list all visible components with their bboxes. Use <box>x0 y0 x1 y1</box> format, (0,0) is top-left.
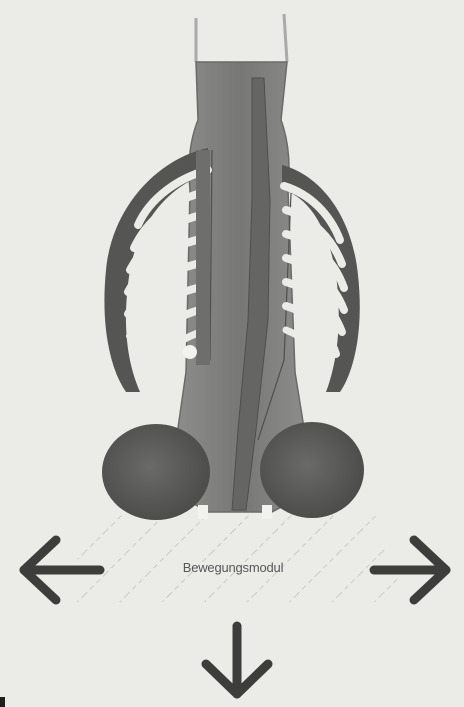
neck <box>196 14 287 66</box>
movement-module-area <box>60 515 405 602</box>
movement-module-label: Bewegungsmodul <box>126 560 340 576</box>
hip-left <box>102 424 210 520</box>
pelvis-gap-right <box>262 505 272 519</box>
hip-right <box>260 422 364 518</box>
corner-mark <box>0 697 5 707</box>
arrow-down-icon <box>206 626 268 694</box>
pelvis-gap-left <box>198 505 208 519</box>
